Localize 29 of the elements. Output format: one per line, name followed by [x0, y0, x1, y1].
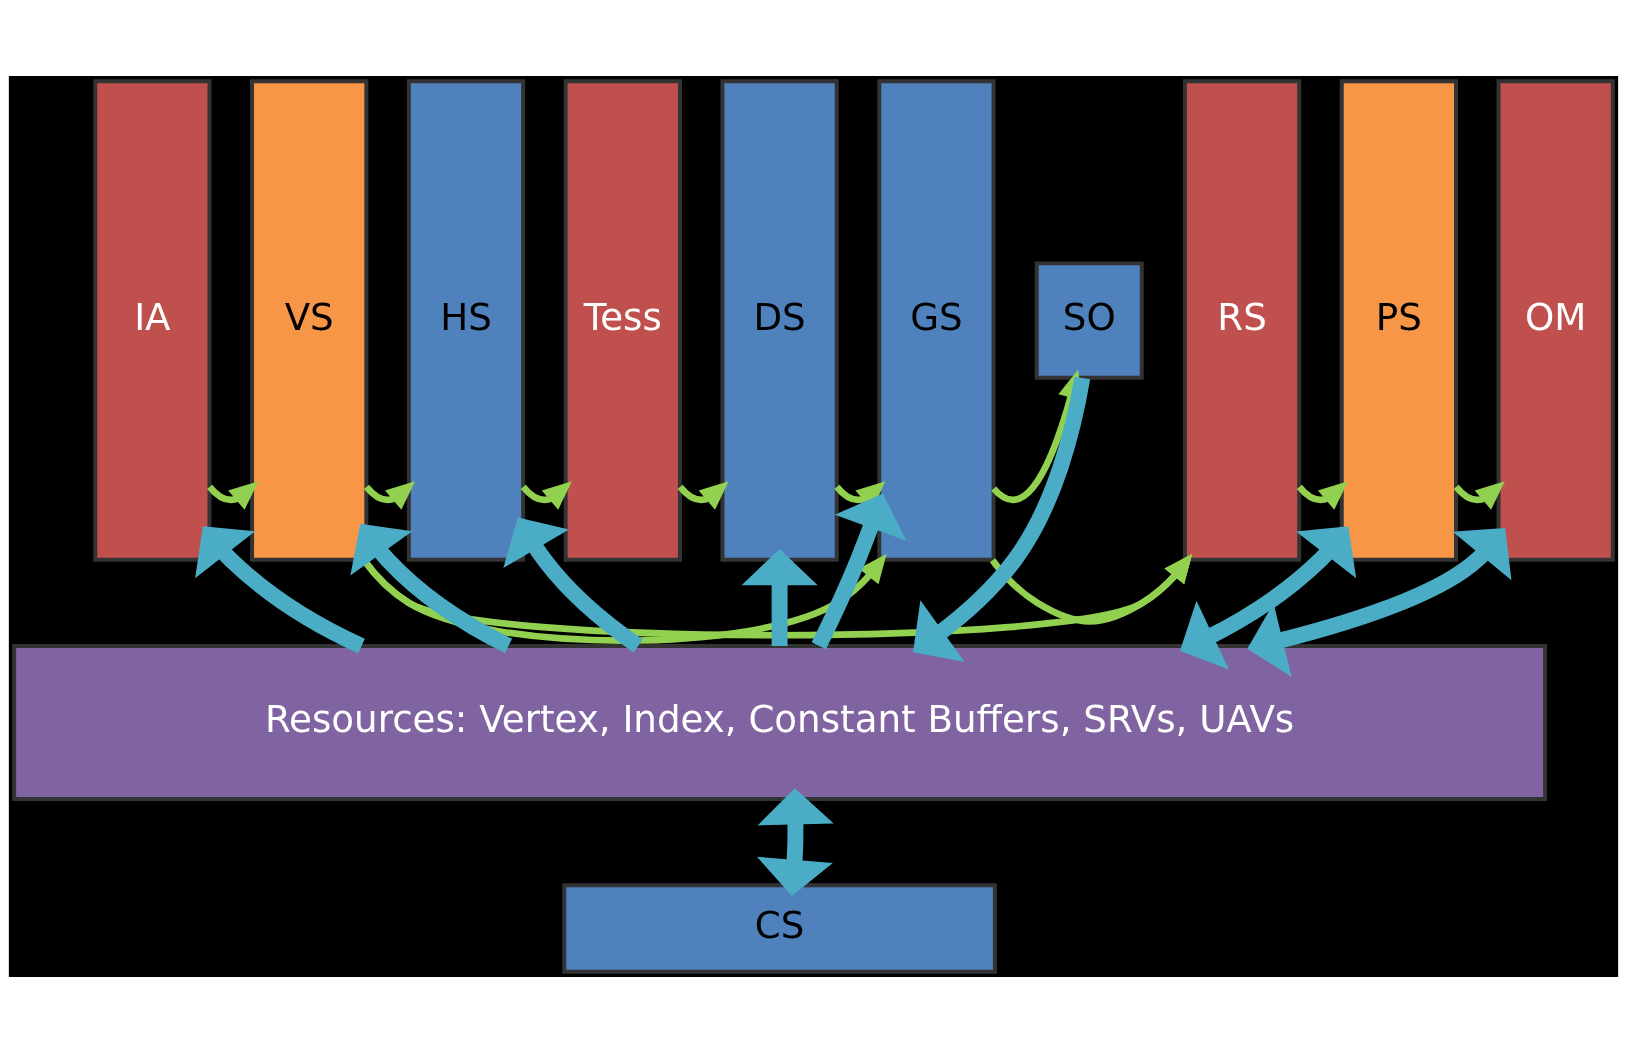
- arrow: [741, 548, 818, 647]
- node-box: VS: [250, 79, 369, 562]
- arrow: [1453, 481, 1505, 510]
- node-box: SO: [1034, 261, 1144, 380]
- arrow: [363, 481, 416, 510]
- node-box: PS: [1339, 79, 1459, 562]
- node-box: Resources: Vertex, Index, Constant Buffers, SRVs, UAVs: [12, 644, 1548, 801]
- arrow: [350, 523, 513, 654]
- arrow: [1180, 526, 1357, 670]
- node-box: GS: [877, 79, 996, 562]
- arrow: [195, 526, 365, 654]
- node-box: OM: [1496, 79, 1615, 562]
- arrow: [913, 376, 1091, 663]
- arrow: [503, 517, 643, 653]
- node-box: IA: [93, 79, 212, 562]
- arrow: [1296, 481, 1349, 510]
- arrow: [207, 481, 259, 510]
- arrow: [1247, 528, 1512, 677]
- arrow: [520, 481, 572, 510]
- node-box: CS: [562, 883, 997, 974]
- node-box: DS: [720, 79, 839, 562]
- node-box: HS: [406, 79, 526, 562]
- arrow: [361, 553, 1193, 639]
- node-box: Tess: [563, 79, 682, 562]
- node-box: RS: [1182, 79, 1302, 562]
- arrow: [989, 553, 1193, 625]
- arrow: [677, 481, 729, 510]
- arrow: [756, 788, 834, 896]
- arrow: [811, 493, 907, 650]
